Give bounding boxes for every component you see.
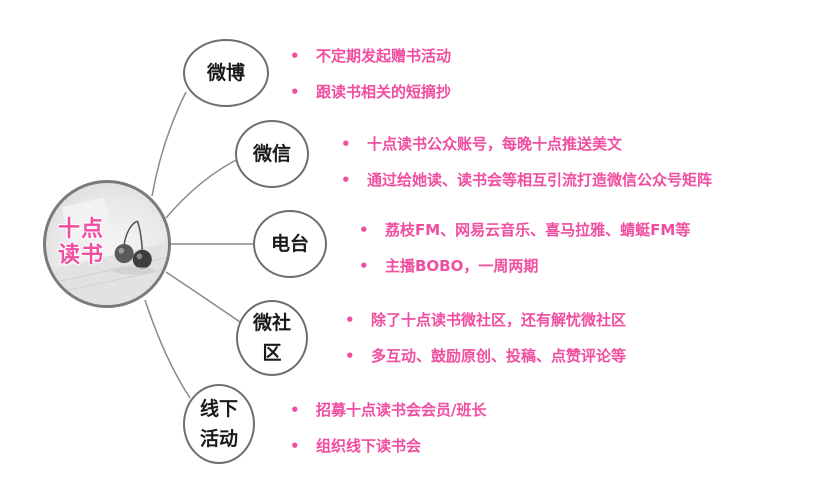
weishequ-bullet-list: •除了十点读书微社区，还有解忧微社区 •多互动、鼓励原创、投稿、点赞评论等 <box>345 302 626 374</box>
list-item: •组织线下读书会 <box>290 428 486 464</box>
node-weixin-label: 微信 <box>252 143 291 165</box>
cherry-photo-icon <box>46 197 168 305</box>
bullet-icon: • <box>290 437 300 455</box>
bullet-icon: • <box>341 135 351 153</box>
node-xianxia: 线下 活动 <box>183 384 255 464</box>
list-item: •荔枝FM、网易云音乐、喜马拉雅、蜻蜓FM等 <box>359 212 690 248</box>
list-item: •招募十点读书会会员/班长 <box>290 392 486 428</box>
bullet-icon: • <box>290 401 300 419</box>
connector-xianxia <box>144 299 191 399</box>
node-diantai: 电台 <box>253 210 327 278</box>
hub-title-line1: 十点 <box>58 217 105 242</box>
weixin-bullet-list: •十点读书公众账号，每晚十点推送美文 •通过给她读、读书会等相互引流打造微信公众… <box>341 126 712 198</box>
weibo-bullet-list: •不定期发起赠书活动 •跟读书相关的短摘抄 <box>290 38 451 110</box>
node-weibo-label: 微博 <box>206 62 245 84</box>
hub-title-line2: 读书 <box>58 243 105 268</box>
bullet-icon: • <box>341 171 351 189</box>
bullet-icon: • <box>290 83 300 101</box>
diantai-bullet-list: •荔枝FM、网易云音乐、喜马拉雅、蜻蜓FM等 •主播BOBO，一周两期 <box>359 212 690 284</box>
bullet-icon: • <box>345 347 355 365</box>
list-item: •跟读书相关的短摘抄 <box>290 74 451 110</box>
bullet-icon: • <box>359 221 369 239</box>
node-diantai-label: 电台 <box>270 233 309 255</box>
hub-circle: 十点 读书 <box>43 180 171 308</box>
connector-weishequ <box>165 271 241 323</box>
list-item: •除了十点读书微社区，还有解忧微社区 <box>345 302 626 338</box>
node-xianxia-label-line2: 活动 <box>199 428 238 450</box>
node-weibo: 微博 <box>183 39 269 107</box>
list-item: •通过给她读、读书会等相互引流打造微信公众号矩阵 <box>341 162 712 198</box>
node-weixin: 微信 <box>235 120 309 188</box>
connector-weibo <box>151 91 187 197</box>
list-item: •十点读书公众账号，每晚十点推送美文 <box>341 126 712 162</box>
node-weishequ-label-line1: 微社 <box>252 312 291 334</box>
bullet-icon: • <box>345 311 355 329</box>
node-weishequ: 微社 区 <box>236 300 308 376</box>
bullet-icon: • <box>359 257 369 275</box>
xianxia-bullet-list: •招募十点读书会会员/班长 •组织线下读书会 <box>290 392 486 464</box>
list-item: •不定期发起赠书活动 <box>290 38 451 74</box>
list-item: •主播BOBO，一周两期 <box>359 248 690 284</box>
node-weishequ-label-line2: 区 <box>262 342 282 364</box>
node-xianxia-label-line1: 线下 <box>199 398 238 420</box>
connector-weixin <box>165 157 241 219</box>
list-item: •多互动、鼓励原创、投稿、点赞评论等 <box>345 338 626 374</box>
bullet-icon: • <box>290 47 300 65</box>
hub-title: 十点 读书 <box>58 217 114 269</box>
